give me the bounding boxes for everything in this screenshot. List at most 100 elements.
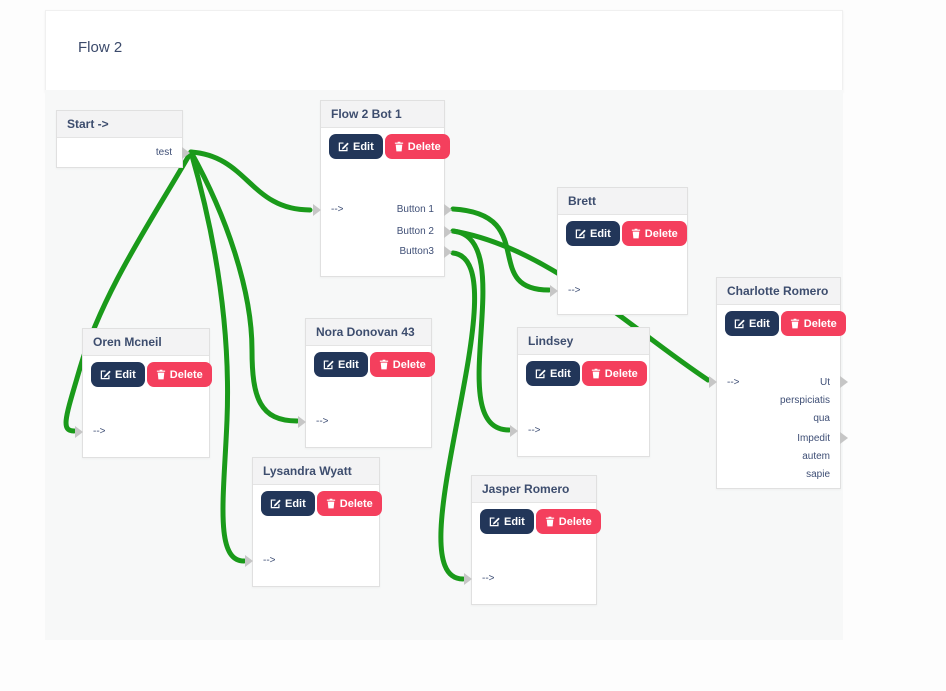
row-label-left: -->: [528, 425, 541, 436]
row-text-line: Ut: [820, 377, 830, 388]
row-text-line: qua: [813, 413, 830, 424]
node-title-oren-mcneil: Oren Mcneil: [83, 329, 209, 356]
delete-button[interactable]: Delete: [369, 352, 435, 377]
flow-header-card: Flow 2: [45, 10, 843, 92]
node-row: test: [57, 138, 190, 168]
edit-pencil-icon: [270, 499, 281, 509]
trash-icon: [631, 228, 640, 239]
input-connector[interactable]: [75, 426, 83, 438]
input-connector[interactable]: [709, 376, 717, 388]
delete-button[interactable]: Delete: [146, 362, 212, 387]
node-row: Button 2: [321, 221, 452, 241]
output-connector[interactable]: [444, 246, 452, 258]
edit-button[interactable]: Edit: [91, 362, 145, 387]
node-spacer: [83, 387, 209, 421]
row-label-right: Ut perspiciatis qua: [780, 372, 830, 428]
row-label-right: Button 2: [397, 221, 434, 241]
node-spacer: [306, 377, 431, 411]
edit-button[interactable]: Edit: [480, 509, 534, 534]
input-connector[interactable]: [313, 204, 321, 216]
node-row: -->: [464, 568, 596, 590]
edit-pencil-icon: [338, 142, 349, 152]
trash-icon: [591, 368, 600, 379]
node-spacer: [253, 516, 379, 550]
node-spacer: [472, 534, 596, 568]
delete-button[interactable]: Delete: [581, 361, 647, 386]
edit-pencil-icon: [535, 369, 546, 379]
node-row: -->: [510, 420, 649, 442]
delete-button[interactable]: Delete: [780, 311, 846, 336]
output-connector[interactable]: [444, 204, 452, 216]
edit-pencil-icon: [323, 360, 334, 370]
node-title-brett: Brett: [558, 188, 687, 215]
row-text-line: Button 1: [396, 204, 434, 215]
trash-icon: [394, 141, 403, 152]
row-label-left: -->: [263, 555, 276, 566]
row-text-line: Impedit: [797, 433, 830, 444]
trash-icon: [379, 359, 388, 370]
input-connector[interactable]: [245, 555, 253, 567]
input-connector[interactable]: [298, 416, 306, 428]
delete-button[interactable]: Delete: [384, 134, 450, 159]
node-row: -->: [245, 550, 379, 572]
delete-button[interactable]: Delete: [621, 221, 687, 246]
edit-pencil-icon: [734, 319, 745, 329]
flow-node-start[interactable]: Start ->test: [56, 110, 190, 168]
edit-button[interactable]: Edit: [526, 361, 580, 386]
trash-icon: [326, 498, 335, 509]
edit-button[interactable]: Edit: [314, 352, 368, 377]
output-connector[interactable]: [444, 226, 452, 238]
row-text-line: test: [155, 147, 172, 158]
edit-button[interactable]: Edit: [725, 311, 779, 336]
node-row: -->: [298, 411, 431, 433]
node-row: -->: [75, 421, 209, 443]
output-connector[interactable]: [840, 432, 848, 444]
edit-button[interactable]: Edit: [566, 221, 620, 246]
row-text-line: perspiciatis: [779, 395, 830, 406]
output-connector[interactable]: [182, 147, 190, 159]
row-label-left: -->: [568, 285, 581, 296]
row-label-left: -->: [331, 204, 344, 215]
row-label-left: -->: [727, 377, 740, 388]
node-title-lysandra-wyatt: Lysandra Wyatt: [253, 458, 379, 485]
row-label-left: -->: [482, 573, 495, 584]
node-title-charlotte-romero: Charlotte Romero: [717, 278, 840, 305]
node-row: -->: [550, 280, 687, 302]
output-connector[interactable]: [840, 376, 848, 388]
row-text-line: Button 2: [396, 226, 434, 237]
edit-button[interactable]: Edit: [261, 491, 315, 516]
edit-button[interactable]: Edit: [329, 134, 383, 159]
edit-pencil-icon: [100, 370, 111, 380]
node-title-lindsey: Lindsey: [518, 328, 649, 355]
edit-pencil-icon: [489, 517, 500, 527]
trash-icon: [790, 318, 799, 329]
row-label-right: Button3: [400, 241, 434, 261]
row-label-left: -->: [316, 416, 329, 427]
delete-button[interactable]: Delete: [316, 491, 382, 516]
input-connector[interactable]: [464, 573, 472, 585]
input-connector[interactable]: [550, 285, 558, 297]
row-label-right: Button 1: [397, 199, 434, 221]
node-spacer: [321, 159, 444, 199]
row-text-line: autem: [802, 451, 830, 462]
edit-pencil-icon: [575, 229, 586, 239]
delete-button[interactable]: Delete: [535, 509, 601, 534]
row-label-right: test: [156, 138, 172, 168]
input-connector[interactable]: [510, 425, 518, 437]
